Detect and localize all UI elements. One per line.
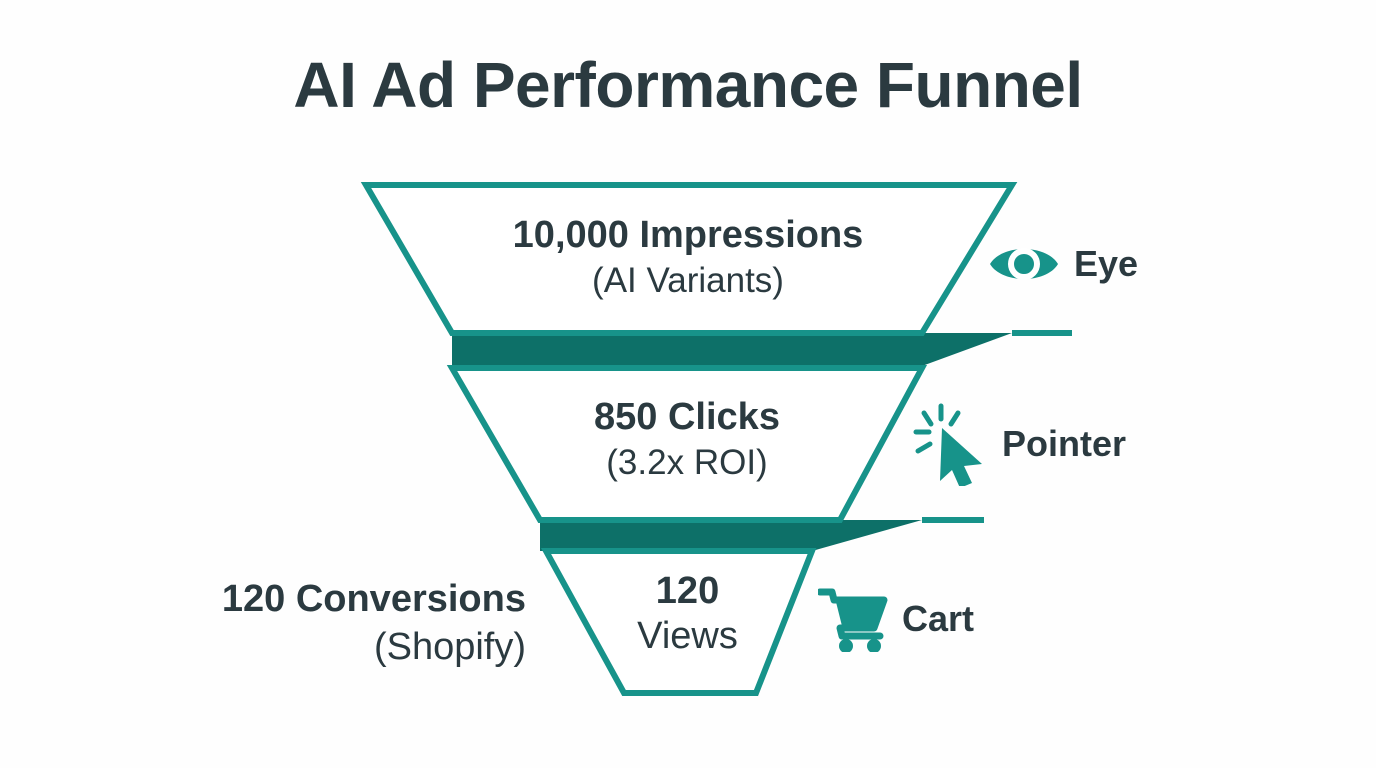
legend-item-pointer: Pointer	[912, 402, 1127, 488]
legend-label-eye: Eye	[1074, 243, 1139, 284]
funnel-stage-2-label: 850 Clicks (3.2x ROI)	[512, 396, 862, 482]
funnel-connector-band-1	[452, 333, 1012, 366]
eye-icon	[988, 238, 1060, 290]
stage-3-value: 120	[655, 570, 720, 612]
legend-item-cart: Cart	[816, 586, 975, 653]
stage-3-subtitle: Views	[637, 614, 738, 657]
legend-label-pointer: Pointer	[1002, 423, 1127, 464]
funnel-stage-2-shape	[446, 365, 928, 523]
cart-icon	[816, 586, 888, 653]
stage-1-value: 10,000 Impressions	[512, 214, 864, 256]
legend-label-cart: Cart	[902, 598, 975, 639]
pointer-icon	[912, 402, 988, 488]
funnel-stage-1-shape	[360, 182, 1018, 336]
funnel-rule-1	[1012, 330, 1072, 336]
legend-item-eye: Eye	[988, 238, 1138, 290]
conversions-annotation: 120 Conversions (Shopify)	[148, 578, 526, 669]
funnel-connector-band-2	[540, 520, 922, 551]
funnel-rule-2	[922, 517, 984, 523]
funnel-stage-3-label: 120 Views	[580, 570, 795, 657]
conversions-annotation-value: 120 Conversions	[221, 578, 526, 620]
funnel-stage-1-label: 10,000 Impressions (AI Variants)	[438, 214, 938, 300]
funnel-stage-3-shape	[540, 548, 817, 696]
page-title: AI Ad Performance Funnel	[293, 49, 1083, 121]
stage-2-value: 850 Clicks	[594, 396, 780, 438]
stage-2-subtitle: (3.2x ROI)	[606, 442, 768, 482]
conversions-annotation-source: (Shopify)	[373, 625, 526, 668]
stage-1-subtitle: (AI Variants)	[592, 260, 784, 300]
